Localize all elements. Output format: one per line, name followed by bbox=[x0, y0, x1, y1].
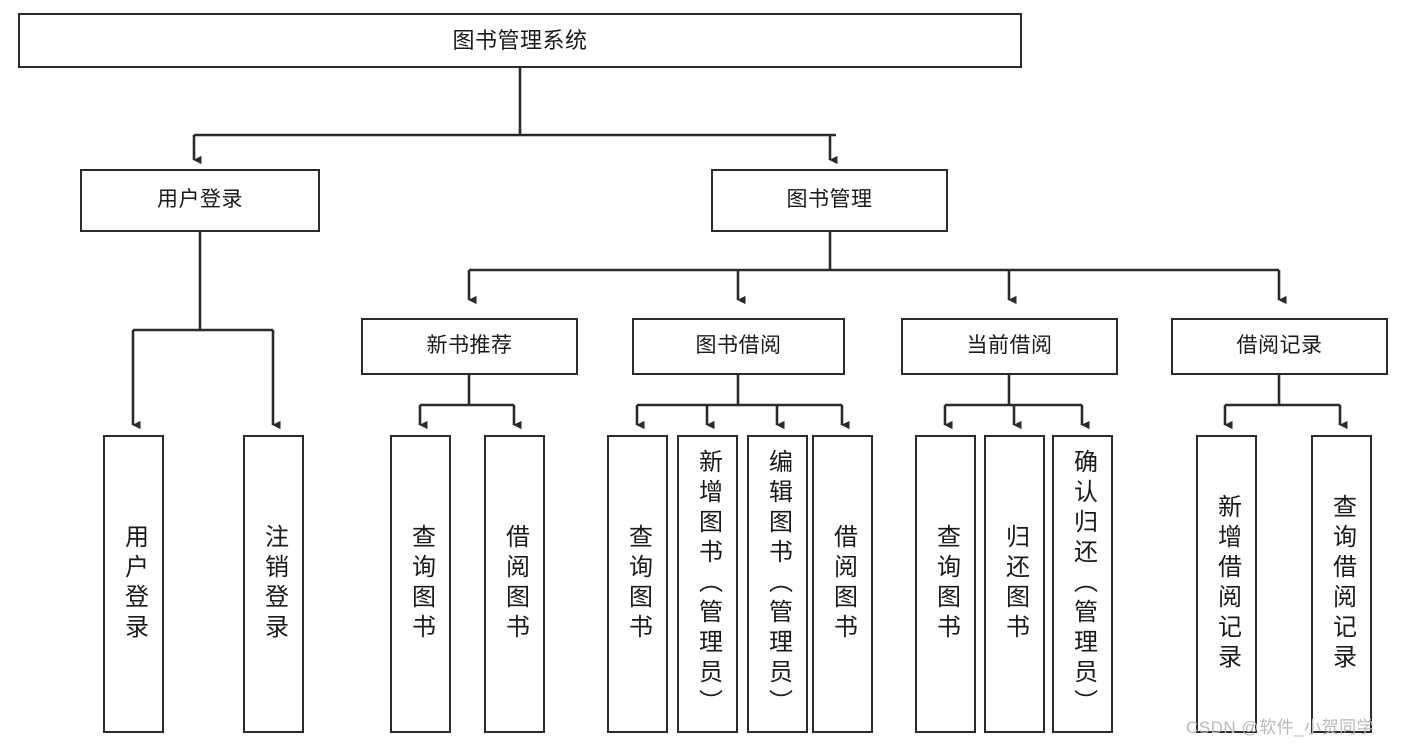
node-label: 当前借阅 bbox=[966, 334, 1053, 358]
node-book-management[interactable]: 图书管理 bbox=[711, 169, 948, 232]
node-label: 图书管理 bbox=[786, 188, 873, 212]
node-label: 新书推荐 bbox=[426, 334, 513, 358]
node-label: 查询借阅记录 bbox=[1328, 494, 1356, 674]
leaf-current-borrow-return-books[interactable]: 归还图书 bbox=[984, 435, 1045, 733]
node-label: 借阅记录 bbox=[1236, 334, 1323, 358]
leaf-book-borrow-add-book-admin[interactable]: 新增图书（管理员） bbox=[677, 435, 738, 733]
node-label: 查询图书 bbox=[932, 524, 960, 644]
node-label: 编辑图书（管理员） bbox=[764, 449, 792, 719]
node-label: 图书管理系统 bbox=[452, 27, 588, 53]
node-label: 用户登录 bbox=[157, 188, 243, 212]
node-label: 查询图书 bbox=[624, 524, 652, 644]
leaf-borrow-record-add-record[interactable]: 新增借阅记录 bbox=[1196, 435, 1257, 733]
watermark-text: CSDN @软件_小贺同学 bbox=[1186, 718, 1375, 737]
node-label: 借阅图书 bbox=[501, 524, 529, 644]
leaf-borrow-record-query-record[interactable]: 查询借阅记录 bbox=[1311, 435, 1372, 733]
node-label: 用户登录 bbox=[120, 524, 148, 644]
leaf-current-borrow-confirm-return-admin[interactable]: 确认归还（管理员） bbox=[1052, 435, 1113, 733]
node-label: 新增图书（管理员） bbox=[694, 449, 722, 719]
node-label: 新增借阅记录 bbox=[1213, 494, 1241, 674]
node-user-login[interactable]: 用户登录 bbox=[80, 169, 320, 232]
node-label: 借阅图书 bbox=[829, 524, 857, 644]
leaf-new-book-query-books[interactable]: 查询图书 bbox=[390, 435, 451, 733]
leaf-user-login-logout[interactable]: 注销登录 bbox=[243, 435, 304, 733]
node-root-library-system[interactable]: 图书管理系统 bbox=[18, 13, 1022, 68]
node-label: 归还图书 bbox=[1001, 524, 1029, 644]
leaf-user-login-login[interactable]: 用户登录 bbox=[103, 435, 164, 733]
leaf-book-borrow-query-books[interactable]: 查询图书 bbox=[607, 435, 668, 733]
node-new-book-recommend[interactable]: 新书推荐 bbox=[361, 318, 578, 375]
leaf-book-borrow-borrow-books[interactable]: 借阅图书 bbox=[812, 435, 873, 733]
leaf-new-book-borrow-books[interactable]: 借阅图书 bbox=[484, 435, 545, 733]
node-label: 注销登录 bbox=[260, 524, 288, 644]
node-current-borrow[interactable]: 当前借阅 bbox=[901, 318, 1118, 375]
node-label: 查询图书 bbox=[407, 524, 435, 644]
node-label: 图书借阅 bbox=[695, 334, 782, 358]
leaf-book-borrow-edit-book-admin[interactable]: 编辑图书（管理员） bbox=[747, 435, 808, 733]
leaf-current-borrow-query-books[interactable]: 查询图书 bbox=[915, 435, 976, 733]
node-label: 确认归还（管理员） bbox=[1069, 449, 1097, 719]
node-borrow-record[interactable]: 借阅记录 bbox=[1171, 318, 1388, 375]
node-book-borrow[interactable]: 图书借阅 bbox=[632, 318, 845, 375]
